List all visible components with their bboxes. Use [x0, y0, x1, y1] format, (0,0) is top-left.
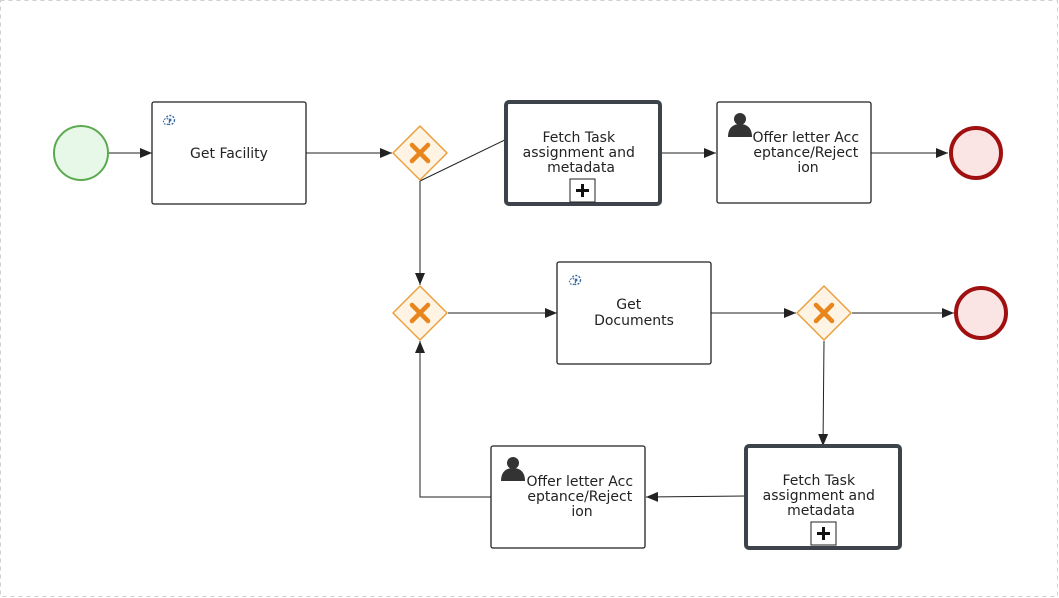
- exclusive-gateway-1[interactable]: [392, 125, 448, 181]
- start-event[interactable]: [53, 125, 109, 181]
- service-task-icon: [568, 274, 582, 286]
- task-get-facility[interactable]: Get Facility: [151, 101, 307, 205]
- user-task-icon: [501, 457, 525, 481]
- service-task-icon: [162, 114, 176, 126]
- flow-offer-bottom-to-gateway-2[interactable]: [415, 341, 491, 498]
- user-task-offer-bottom[interactable]: Offer letter Acc eptance/Reject ion: [490, 445, 646, 549]
- user-task-offer-top[interactable]: Offer letter Acc eptance/Reject ion: [716, 101, 872, 204]
- task-label: Get Documents: [594, 297, 674, 329]
- end-event-middle[interactable]: [954, 286, 1008, 340]
- subprocess-fetch-task-bottom[interactable]: Fetch Task assignment and metadata: [744, 444, 902, 550]
- task-label: Offer letter Acc eptance/Reject ion: [527, 474, 638, 520]
- gateway-x-marker-icon: [813, 302, 835, 324]
- task-get-documents[interactable]: Get Documents: [556, 261, 712, 365]
- user-task-icon: [728, 113, 752, 137]
- task-label: Offer letter Acc eptance/Reject ion: [753, 130, 864, 176]
- task-label: Get Facility: [190, 146, 268, 162]
- gateway-x-marker-icon: [409, 142, 431, 164]
- end-event-top[interactable]: [949, 126, 1003, 180]
- subprocess-fetch-task-top[interactable]: Fetch Task assignment and metadata: [504, 100, 662, 206]
- exclusive-gateway-3[interactable]: [796, 285, 852, 341]
- plus-icon[interactable]: [810, 521, 837, 546]
- sequence-flows: [108, 102, 954, 502]
- subprocess-label: Fetch Task assignment and metadata: [763, 473, 880, 519]
- flow-fetch-task-bottom-to-offer-bottom[interactable]: [645, 491, 747, 502]
- subprocess-label: Fetch Task assignment and metadata: [523, 130, 640, 176]
- exclusive-gateway-2[interactable]: [392, 285, 448, 341]
- gateway-x-marker-icon: [409, 302, 431, 324]
- plus-icon[interactable]: [569, 178, 596, 203]
- flow-gateway-3-to-fetch-task-bottom[interactable]: [818, 340, 829, 447]
